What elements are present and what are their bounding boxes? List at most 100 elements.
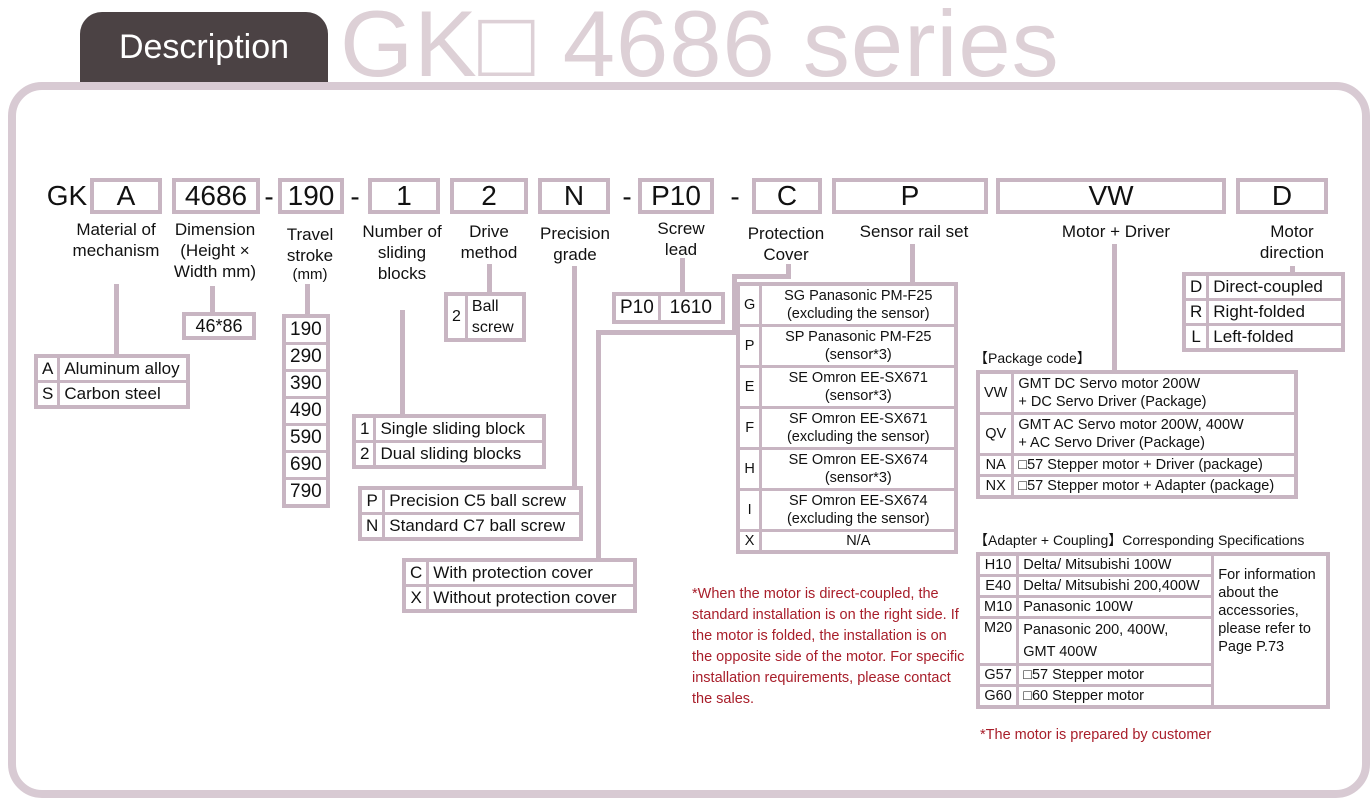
code-blocks: 1 xyxy=(368,178,440,214)
note-direction: *When the motor is direct-coupled, the s… xyxy=(692,586,965,707)
label-dimension: Dimension (Height × Width mm) xyxy=(173,220,257,281)
package-title: 【Package code】 xyxy=(974,350,1091,366)
code-sensor: P xyxy=(832,178,988,214)
label-lead: Screw lead xyxy=(657,219,705,259)
content-frame xyxy=(8,82,1370,798)
label-travel-unit: (mm) xyxy=(292,266,328,283)
dimension-value: 46*86 xyxy=(182,312,256,340)
connector-material xyxy=(114,284,119,354)
connector-direction xyxy=(1290,266,1295,274)
connector-cover-h2 xyxy=(596,330,737,335)
code-lead: P10 xyxy=(638,178,714,214)
code-precision: N xyxy=(538,178,610,214)
table-row: 190 xyxy=(282,314,330,345)
label-material: Material of mechanism xyxy=(72,220,160,260)
table-row: 690 xyxy=(282,450,330,480)
code-dash-4: - xyxy=(730,181,740,212)
label-direction: Motor direction xyxy=(1259,222,1325,262)
series-title: GK□ 4686 series xyxy=(340,0,1060,96)
code-motor: VW xyxy=(996,178,1226,214)
code-dimension: 4686 xyxy=(172,178,260,214)
adapter-info: For information about the accessories, p… xyxy=(1211,552,1330,709)
connector-cover-h1 xyxy=(732,274,791,279)
table-row: NA□57 Stepper motor + Driver (package) xyxy=(976,453,1298,477)
label-drive: Drive method xyxy=(460,222,518,262)
label-precision: Precision grade xyxy=(540,224,610,264)
connector-motor xyxy=(1112,244,1117,370)
code-cover: C xyxy=(752,178,822,214)
connector-travel xyxy=(305,284,310,314)
table-row: 290 xyxy=(282,342,330,372)
connector-precision xyxy=(572,266,577,488)
code-travel: 190 xyxy=(278,178,344,214)
table-row: 790 xyxy=(282,477,330,508)
label-motor: Motor + Driver xyxy=(1061,222,1171,241)
adapter-title: 【Adapter + Coupling】Corresponding Specif… xyxy=(974,532,1305,548)
table-row: G60□60 Stepper motor xyxy=(976,684,1328,709)
table-row: 590 xyxy=(282,423,330,453)
connector-cover-v xyxy=(732,274,737,334)
note-customer: *The motor is prepared by customer xyxy=(980,727,1212,743)
code-direction: D xyxy=(1236,178,1328,214)
travel-table: 190 290 390 490 590 690 790 xyxy=(282,314,330,508)
connector-lead xyxy=(680,258,685,292)
table-row: 390 xyxy=(282,369,330,399)
connector-dimension xyxy=(210,286,215,312)
table-row: 490 xyxy=(282,396,330,426)
code-prefix: GK xyxy=(46,180,88,211)
connector-cover-top xyxy=(786,264,791,278)
connector-drive xyxy=(487,264,492,292)
description-tab: Description xyxy=(80,12,328,82)
code-drive: 2 xyxy=(450,178,528,214)
code-dash-3: - xyxy=(622,181,632,212)
table-row: G57□57 Stepper motor xyxy=(976,663,1328,687)
label-sensor: Sensor rail set xyxy=(859,222,969,241)
code-dash-2: - xyxy=(350,181,360,212)
connector-blocks xyxy=(400,310,405,414)
code-material: A xyxy=(90,178,162,214)
connector-cover-v2 xyxy=(596,330,601,558)
table-row: NX□57 Stepper motor + Adapter (package) xyxy=(976,474,1298,499)
label-cover: Protection Cover xyxy=(747,224,825,264)
label-travel: Travel stroke xyxy=(286,225,334,265)
connector-sensor xyxy=(910,244,915,284)
code-dash-1: - xyxy=(264,181,274,212)
label-blocks: Number of sliding blocks xyxy=(362,222,442,283)
